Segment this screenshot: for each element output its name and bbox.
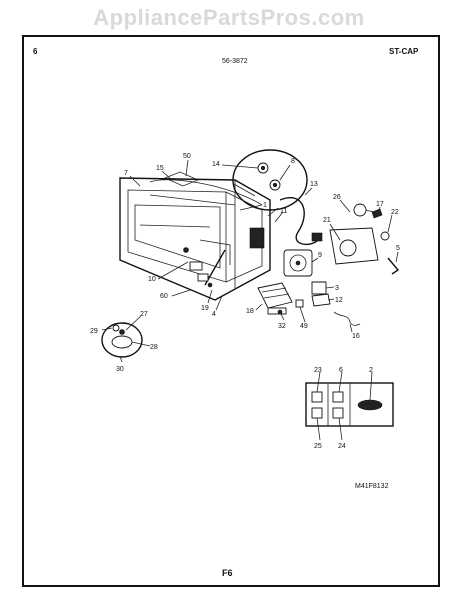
callout-labels: 7 15 50 14 8 13 26 17 22 21 5 1 11 9 10 …: [90, 153, 400, 450]
callout: 26: [333, 194, 341, 201]
top-vent-strip: [149, 171, 236, 206]
callout: 5: [396, 245, 400, 252]
misc-small-parts: [277, 281, 361, 326]
callout: 28: [150, 344, 158, 351]
callout: 15: [156, 165, 164, 172]
inset-parts-box: [305, 382, 394, 427]
power-cord: [279, 197, 323, 246]
callout: 3: [335, 285, 339, 292]
turntable-drive-detail: [101, 322, 143, 358]
callout: 9: [318, 252, 322, 259]
diagram-code: M41F8132: [355, 483, 389, 490]
callout: 8: [291, 158, 295, 165]
watermark: AppliancePartsPros.com: [93, 5, 365, 30]
callout: 18: [246, 308, 254, 315]
fan-motor: [283, 249, 313, 277]
callout: 19: [201, 305, 209, 312]
callout: 6: [339, 367, 343, 374]
callout: 13: [310, 181, 318, 188]
footer-page-label: F6: [222, 568, 233, 578]
callout: 7: [124, 170, 128, 177]
callout: 17: [376, 201, 384, 208]
callout: 14: [212, 161, 220, 168]
callout: 27: [140, 311, 148, 318]
callout: 11: [280, 208, 287, 215]
model-code: ST-CAP: [389, 47, 419, 56]
callout: 24: [338, 443, 346, 450]
callout: 10: [148, 276, 156, 283]
callout: 32: [278, 323, 286, 330]
callout: 60: [160, 293, 168, 300]
leader-lines: [101, 159, 399, 441]
callout: 12: [335, 297, 343, 304]
thermostat-detail: [232, 149, 308, 211]
callout: 1: [263, 202, 267, 209]
callout: 50: [183, 153, 191, 160]
callout: 16: [352, 333, 360, 340]
callout: 2: [369, 367, 373, 374]
callout: 30: [116, 366, 124, 373]
damper-assembly: [329, 203, 400, 275]
diagram-frame: [22, 35, 440, 587]
callout: 29: [90, 328, 98, 335]
document-number: 56-3872: [222, 58, 248, 65]
callout: 21: [323, 217, 331, 224]
callout: 22: [391, 209, 399, 216]
callout: 25: [314, 443, 322, 450]
cabinet-assembly: [119, 177, 271, 301]
callout: 4: [212, 311, 216, 318]
transformer: [257, 282, 293, 315]
page-number: 6: [33, 47, 38, 56]
callout: 23: [314, 367, 322, 374]
callout: 49: [300, 323, 308, 330]
